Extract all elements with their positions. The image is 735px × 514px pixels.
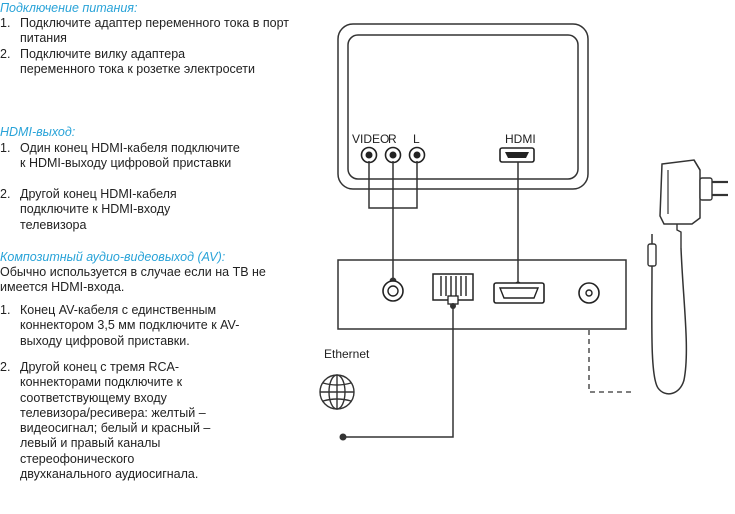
globe-icon xyxy=(319,374,355,410)
av-out-port xyxy=(382,280,404,302)
tv-screen xyxy=(347,34,579,180)
hdmi-step-2: 2. Другой конец HDMI-кабеля подключите к… xyxy=(0,187,177,232)
tv-hdmi-port xyxy=(499,147,535,163)
tv: VIDEO R L HDMI xyxy=(337,23,589,190)
hdmi-heading: HDMI-выход: xyxy=(0,125,76,139)
power-step-2: 2. Подключите вилку адаптера переменного… xyxy=(0,47,256,77)
ethernet-port xyxy=(432,273,474,309)
hdmi-step-1: 1. Один конец HDMI-кабеля подключите к H… xyxy=(0,141,240,171)
rca-r-jack xyxy=(384,146,402,164)
av-step-1: 1. Конец AV-кабеля с единственным коннек… xyxy=(0,303,240,348)
tv-label-video: VIDEO xyxy=(352,132,389,146)
power-heading: Подключение питания: xyxy=(0,1,138,15)
power-port xyxy=(578,282,600,304)
tv-label-r: R xyxy=(388,132,397,146)
power-step-1: 1. Подключите адаптер переменного тока в… xyxy=(0,16,289,46)
power-cable-dashed xyxy=(588,330,632,393)
box-hdmi-port xyxy=(493,282,545,304)
av-step-2: 2. Другой конец с тремя RCA-коннекторами… xyxy=(0,360,211,482)
power-adapter-icon xyxy=(647,159,728,395)
box-body xyxy=(337,259,627,330)
hdmi-cable xyxy=(514,162,522,289)
ethernet-cable xyxy=(339,306,454,441)
tv-label-hdmi: HDMI xyxy=(505,132,536,146)
av-heading: Композитный аудио-видеовыход (AV): xyxy=(0,250,226,264)
ethernet-label: Ethernet xyxy=(324,347,370,361)
rca-l-jack xyxy=(408,146,426,164)
tv-body xyxy=(337,23,589,190)
tv-label-l: L xyxy=(413,132,420,146)
set-top-box xyxy=(337,259,627,330)
rca-video-jack xyxy=(360,146,378,164)
av-intro: Обычно используется в случае если на ТВ … xyxy=(0,265,266,295)
